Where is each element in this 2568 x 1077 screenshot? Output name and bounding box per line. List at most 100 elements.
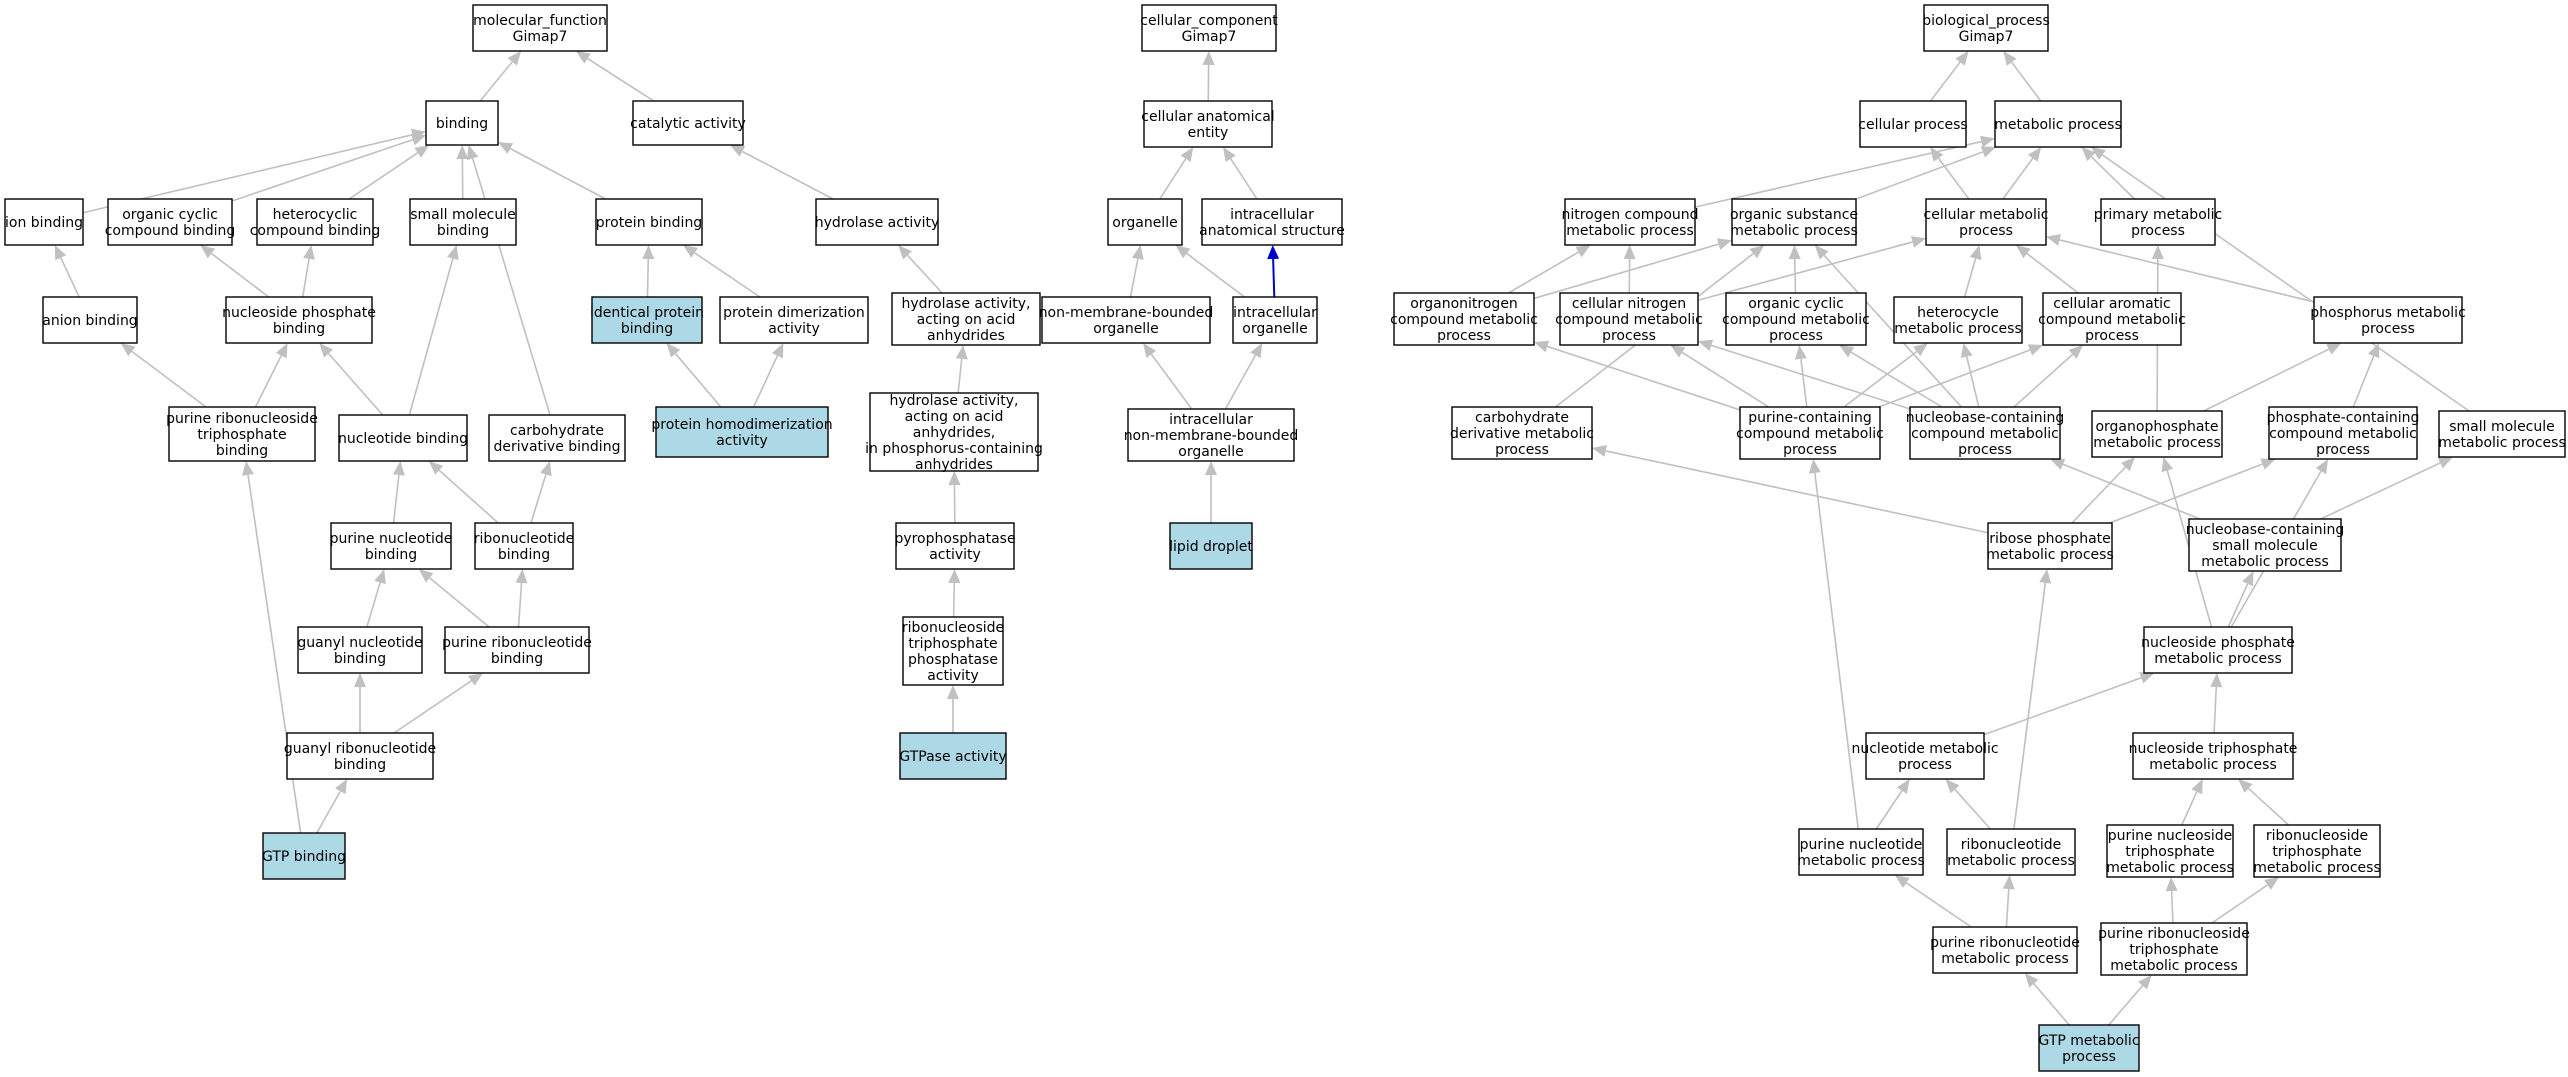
arrowhead-icon [2315,459,2329,475]
is-a-edge [1670,345,1770,408]
edge-line [479,61,513,102]
go-term-box [2253,824,2381,878]
go-term-label: molecular_function [473,13,607,29]
go-term-box [2100,198,2216,246]
arrowhead-icon [575,51,591,64]
go-term-label: anhydrides, [913,425,995,441]
go-term-label: process [1898,757,1952,773]
edge-line [2033,983,2070,1026]
is-a-edge [530,461,552,524]
go-term-box [719,296,869,344]
go-term-label: activity [927,668,979,684]
arrowhead-icon [2165,877,2178,892]
go-term-label: nucleoside triphosphate [2129,741,2298,757]
go-term-label: nucleoside phosphate [222,305,376,321]
edge-line [1547,345,1741,411]
go-term-box [2132,732,2294,780]
go-term-box [1909,406,2061,460]
go-term-box [815,198,939,246]
go-term-box [895,522,1015,570]
edge-line [517,582,523,628]
edge-line [957,358,963,394]
edge-line [1186,252,1245,298]
go-term-label: cellular metabolic [1924,207,2049,223]
edge-line [1963,258,1977,298]
go-term-label: ribonucleotide [474,531,575,547]
arrowhead-icon [2260,458,2276,470]
is-a-edge [1855,146,1997,200]
edge-line [327,352,384,416]
go-term-label: hydrolase activity, [890,393,1019,409]
is-a-edge [466,145,551,416]
is-a-edge [408,245,459,416]
go-term-label: binding [491,651,543,667]
arrowhead-icon [275,343,288,359]
go-term-box [1451,406,1593,460]
go-term-label: triphosphate [197,427,286,443]
edge-line [694,252,761,298]
edge-line [1793,258,1797,294]
go-term-label: binding [365,547,417,563]
arrowhead-icon [2151,245,2164,260]
arrowhead-icon [1896,779,1910,794]
go-term-label: protein binding [596,215,702,231]
go-term-label: lipid droplet [1169,539,1253,555]
edge-line [674,353,722,408]
go-term-box [1994,100,2122,148]
is-a-edge [479,51,522,102]
arrowhead-icon [540,461,552,477]
is-a-edge [2071,457,2136,524]
arrowhead-icon [2242,571,2254,587]
go-term-label: carbohydrate [1475,410,1569,426]
go-term-label: biological_process [1922,13,2050,29]
go-term-label: phosphorus metabolic [2310,305,2466,321]
is-a-edge [2352,343,2380,408]
is-a-edge [1697,236,1926,302]
arrowhead-icon [2264,877,2280,890]
arrowhead-icon [730,145,746,157]
go-term-label: process [1769,328,1823,344]
edge-line [1129,258,1139,298]
go-term-label: process [1783,442,1837,458]
is-a-edge [1143,343,1193,410]
go-term-box [225,296,373,344]
go-term-label: intracellular [1230,207,1314,223]
is-a-edge [2203,343,2342,412]
go-term-node: purine ribonucleosidetriphosphatemetabol… [2098,922,2250,976]
arrowhead-icon [1202,51,1215,66]
go-term-box [2188,518,2342,572]
go-term-label: carbohydrate [510,423,604,439]
is-a-edge [2003,51,2042,102]
go-term-box [1232,296,1318,344]
go-term-box [1798,828,1924,876]
arrowhead-icon [1910,236,1926,248]
edge-line [906,254,943,294]
go-term-box [107,198,233,246]
is-a-edge [498,142,606,200]
go-term-node: ion binding [4,198,84,246]
go-term-box [1041,296,1211,344]
go-term-label: metabolic process [2110,958,2238,974]
go-term-label: organophosphate [2095,419,2218,435]
go-term-label: catalytic activity [630,116,746,132]
edge-line [1230,158,1258,200]
edge-line [316,790,341,834]
go-term-label: process [2361,321,2415,337]
go-term-node: metabolic process [1994,100,2122,148]
edge-line [1850,351,1943,408]
go-term-label: compound metabolic [1555,312,1703,328]
arrowhead-icon [2326,343,2342,355]
edge-line [742,150,834,200]
arrowhead-icon [2081,147,2096,162]
edge-line [1937,157,1970,200]
go-term-label: purine nucleotide [330,531,453,547]
go-term-box [1564,198,1696,246]
arrowhead-icon [1143,343,1157,358]
